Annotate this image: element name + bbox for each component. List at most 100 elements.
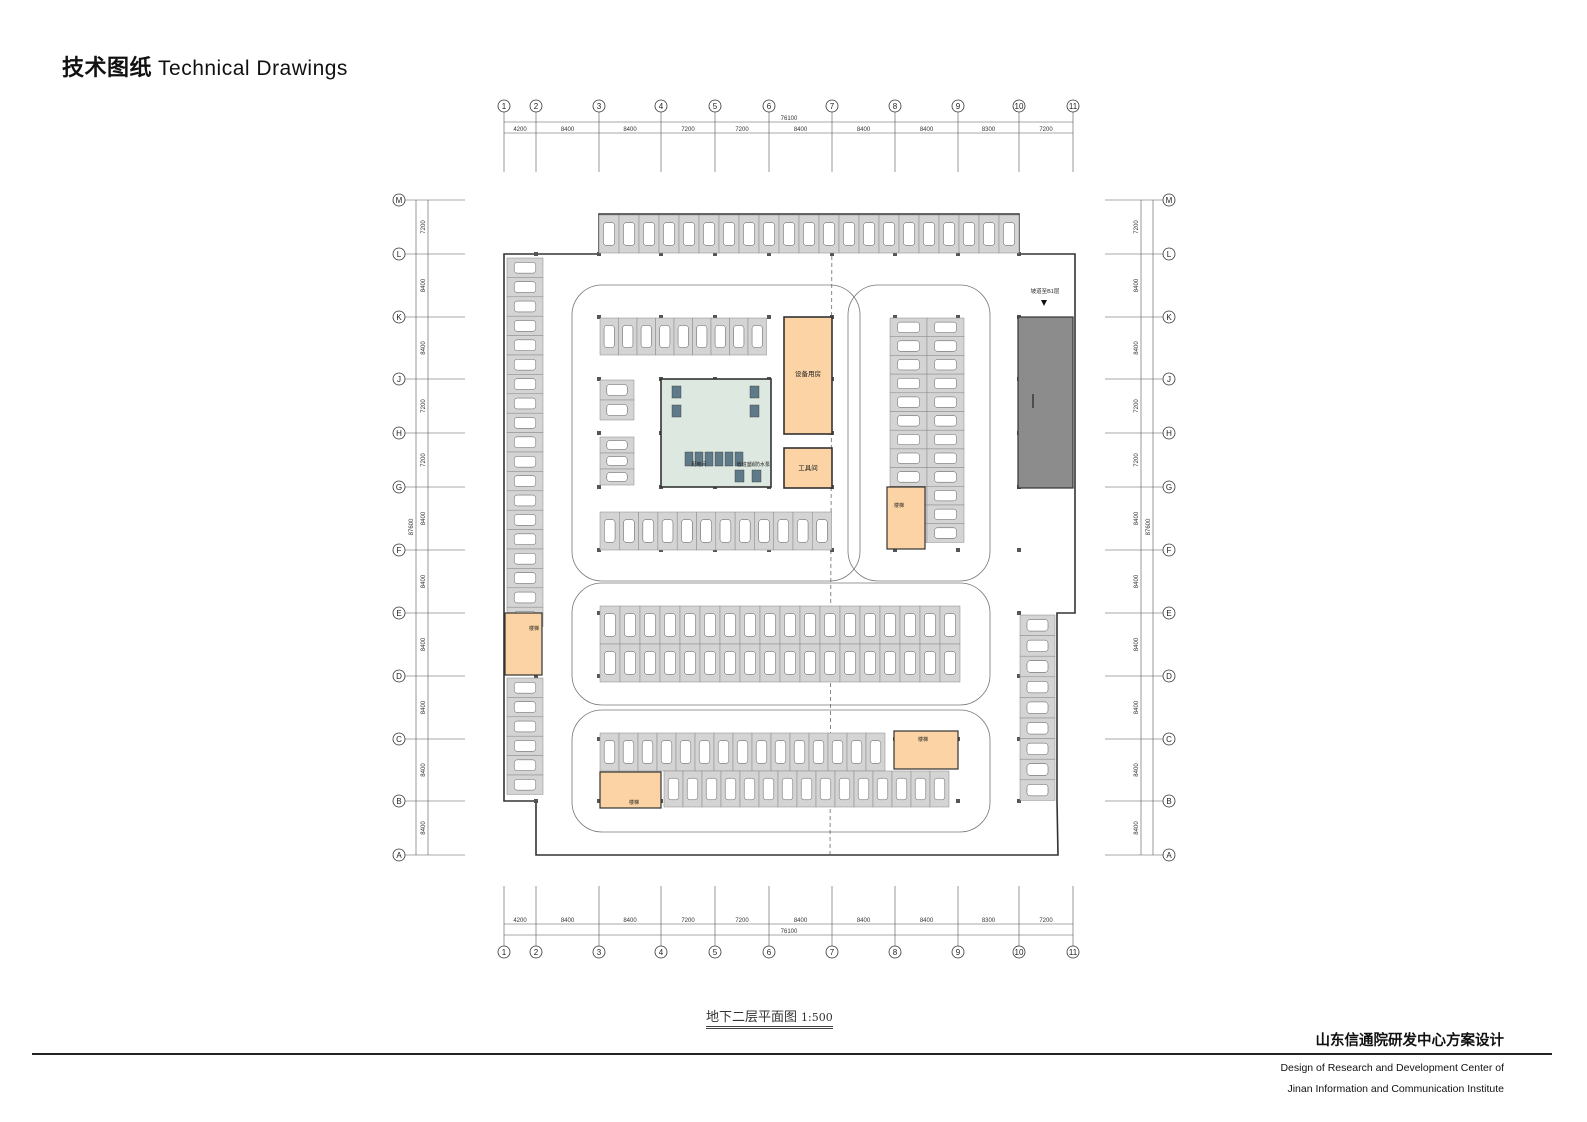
car-symbol	[762, 777, 775, 801]
dimension-label: 8400	[623, 918, 637, 924]
car-symbol	[513, 475, 537, 487]
car-symbol	[897, 321, 920, 333]
car-symbol	[624, 651, 636, 675]
dimension-label: 7200	[681, 918, 695, 924]
grid-bubble	[825, 945, 839, 959]
grid-bubble	[1162, 606, 1176, 620]
structural-column	[893, 548, 897, 552]
grid-bubble	[392, 193, 406, 207]
car-symbol	[897, 340, 920, 352]
grid-bubble-label: 1	[502, 948, 507, 957]
dimension-label: 8400	[857, 127, 871, 133]
car-symbol	[679, 740, 692, 764]
car-symbol	[933, 777, 946, 801]
structural-column	[830, 548, 834, 552]
car-symbol	[513, 378, 537, 390]
car-symbol	[513, 572, 537, 584]
grid-bubble	[951, 945, 965, 959]
grid-bubble	[392, 606, 406, 620]
car-symbol	[513, 281, 537, 293]
grid-bubble	[392, 247, 406, 261]
dimension-label: 8400	[920, 918, 934, 924]
grid-bubble-label: D	[1166, 672, 1172, 681]
driveway-island	[571, 582, 991, 706]
room-label: 楼梯	[918, 736, 928, 743]
car-symbol	[663, 222, 675, 246]
structural-column	[597, 485, 601, 489]
driveway-island	[571, 709, 991, 833]
car-symbol	[755, 740, 768, 764]
car-symbol	[824, 613, 836, 637]
car-symbol	[819, 777, 832, 801]
car-symbol	[944, 651, 956, 675]
grid-bubble	[592, 945, 606, 959]
car-symbol	[944, 613, 956, 637]
car-symbol	[934, 340, 957, 352]
grid-bubble	[392, 480, 406, 494]
car-symbol	[513, 320, 537, 332]
car-symbol	[703, 222, 715, 246]
structural-column	[597, 674, 601, 678]
car-symbol	[603, 519, 616, 543]
room-label: 消防水泵	[750, 461, 770, 468]
grid-bubble	[1162, 426, 1176, 440]
car-symbol	[659, 325, 671, 348]
car-symbol	[606, 456, 628, 466]
structural-column	[1017, 611, 1021, 615]
grid-bubble-label: L	[397, 250, 402, 259]
grid-bubble	[592, 99, 606, 113]
car-symbol	[660, 740, 673, 764]
car-symbol	[643, 222, 655, 246]
car-symbol	[844, 651, 856, 675]
dimension-label: 8400	[1134, 574, 1140, 588]
car-symbol	[606, 404, 628, 416]
grid-bubble	[529, 945, 543, 959]
stair-core	[886, 486, 926, 550]
car-symbol	[684, 613, 696, 637]
grid-bubble	[1162, 193, 1176, 207]
car-symbol	[934, 527, 957, 539]
car-symbol	[606, 440, 628, 450]
grid-bubble	[708, 945, 722, 959]
dimension-label: 8400	[421, 763, 427, 777]
grid-bubble	[888, 945, 902, 959]
grid-bubble-label: J	[397, 375, 401, 384]
car-symbol	[644, 651, 656, 675]
car-symbol	[943, 222, 955, 246]
car-symbol	[724, 777, 737, 801]
room-label: 设备用房	[795, 369, 821, 378]
car-symbol	[642, 519, 654, 543]
toilet-fixture	[704, 451, 714, 467]
dimension-label: 7200	[681, 127, 695, 133]
structural-column	[956, 252, 960, 256]
grid-bubble	[1012, 945, 1026, 959]
dimension-label: 8400	[1134, 700, 1140, 714]
dimension-label: 8400	[1134, 341, 1140, 355]
car-symbol	[895, 777, 908, 801]
grid-bubble-label: 3	[597, 102, 602, 111]
car-symbol	[513, 553, 537, 565]
project-title-en-line1: Design of Research and Development Cente…	[1280, 1062, 1504, 1074]
car-symbol	[863, 222, 875, 246]
room-label: 楼梯	[629, 799, 639, 806]
car-symbol	[736, 740, 749, 764]
car-symbol	[603, 222, 615, 246]
dimension-label: 8400	[421, 700, 427, 714]
car-symbol	[622, 740, 635, 764]
structural-column	[830, 252, 834, 256]
car-symbol	[704, 651, 716, 675]
dimension-label: 8400	[1134, 821, 1140, 835]
car-symbol	[733, 325, 745, 348]
car-symbol	[763, 222, 775, 246]
grid-bubble-label: F	[1167, 546, 1172, 555]
car-symbol	[1026, 742, 1049, 755]
grid-bubble-label: A	[396, 851, 402, 860]
dimension-label: 8400	[794, 918, 808, 924]
car-symbol	[513, 300, 537, 313]
grid-bubble	[1162, 310, 1176, 324]
grid-bubble-label: A	[1166, 851, 1172, 860]
car-symbol	[864, 613, 876, 637]
grid-bubble	[1012, 99, 1026, 113]
